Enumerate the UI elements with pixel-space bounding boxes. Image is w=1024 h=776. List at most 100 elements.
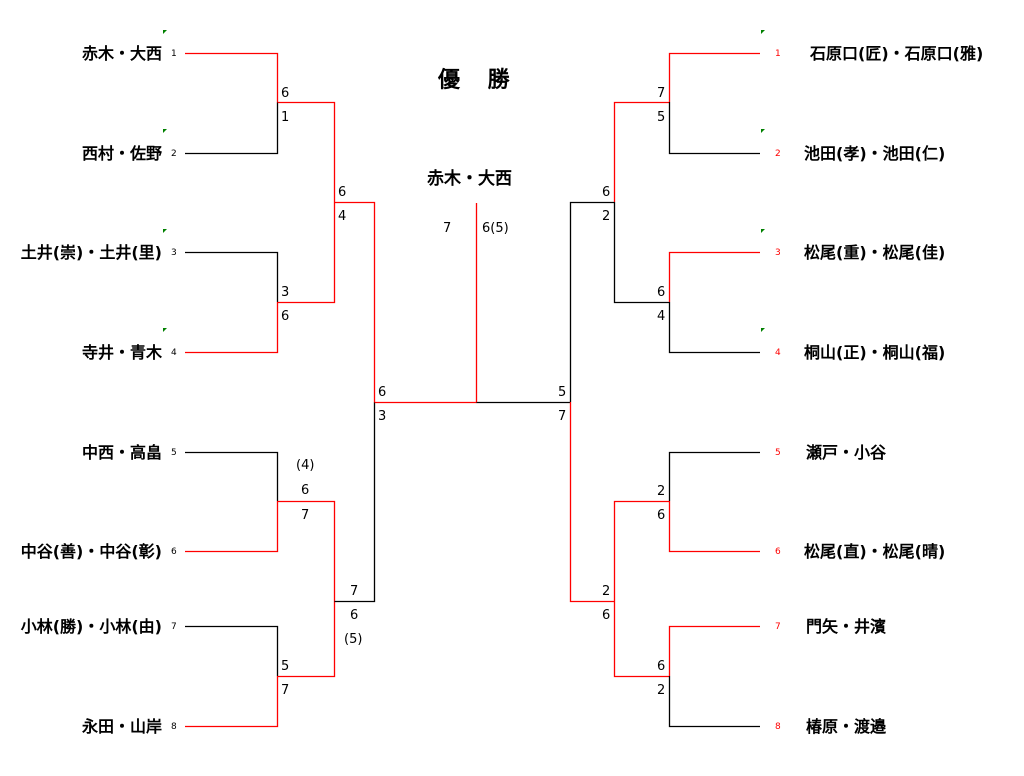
left-r2m1-score-bottom: 4: [338, 209, 347, 224]
left-line-p4: [185, 302, 279, 354]
left-line-p2: [185, 102, 279, 155]
left-line-p7: [185, 625, 279, 676]
right-sf-score-bottom: 7: [558, 409, 567, 424]
final-score-right: 6(5): [482, 221, 509, 236]
right-player-6-name: 松尾(直)・松尾(晴): [804, 542, 946, 561]
right-player-4-name: 桐山(正)・桐山(福): [804, 343, 946, 362]
right-r1m4-score-top: 6: [657, 659, 666, 674]
left-player-2-seed: 2: [171, 149, 177, 159]
right-player-1-seed: 1: [775, 49, 781, 59]
left-line-sf-b: [334, 402, 376, 603]
right-player-1-tick-icon: [761, 30, 765, 34]
right-player-2-name: 池田(孝)・池田(仁): [804, 144, 946, 163]
right-line-p5: [668, 451, 760, 501]
right-r2m1-score-top: 6: [602, 185, 611, 200]
right-line-p3: [668, 251, 760, 302]
right-line-p8: [668, 676, 760, 728]
right-line-p6: [668, 501, 760, 553]
right-r1m4-score-bottom: 2: [657, 683, 666, 698]
left-player-8-name: 永田・山岸: [81, 717, 162, 736]
left-line-r2-d: [277, 601, 336, 678]
left-player-3-name: 土井(崇)・土井(里): [20, 243, 162, 262]
right-player-4-tick-icon: [761, 328, 765, 332]
left-player-7-seed: 7: [171, 622, 177, 632]
left-player-7-name: 小林(勝)・小林(由): [20, 617, 162, 636]
right-player-1-name: 石原口(匠)・石原口(雅): [810, 44, 984, 63]
left-r2m2-score-top: 7: [350, 584, 359, 599]
right-player-5-name: 瀬戸・小谷: [806, 443, 887, 462]
right-line-r2-b: [613, 202, 670, 304]
right-player-4-seed: 4: [775, 348, 781, 358]
champion-name: 赤木・大西: [427, 169, 512, 189]
left-player-8-seed: 8: [171, 722, 177, 732]
right-player-8-name: 椿原・渡邉: [806, 717, 887, 736]
left-r1m4-score-top: 5: [281, 659, 290, 674]
right-r1m3-score-bottom: 6: [657, 508, 666, 523]
right-r1m1-score-bottom: 5: [657, 110, 666, 125]
right-line-p1: [668, 52, 760, 102]
right-player-6-seed: 6: [775, 547, 781, 557]
left-r1m3-score-top: 6: [301, 483, 310, 498]
right-r1m1-score-top: 7: [657, 86, 666, 101]
left-line-p8: [185, 676, 279, 728]
left-line-p3: [185, 251, 279, 302]
right-line-sf-a: [569, 201, 615, 402]
left-r1m3-tiebreak: (4): [296, 458, 315, 473]
right-player-5-seed: 5: [775, 448, 781, 458]
left-r1m3-score-bottom: 7: [301, 508, 310, 523]
left-r1m2-score-top: 3: [281, 285, 290, 300]
left-player-1-name: 赤木・大西: [81, 44, 162, 63]
left-r1m1-score-bottom: 1: [281, 110, 290, 125]
right-r2m1-score-bottom: 2: [602, 209, 611, 224]
right-r2m2-score-top: 2: [602, 584, 611, 599]
right-player-3-name: 松尾(重)・松尾(佳): [804, 243, 946, 262]
left-player-3-tick-icon: [163, 229, 167, 233]
right-player-7-name: 門矢・井濱: [806, 617, 887, 636]
left-player-1-seed: 1: [171, 49, 177, 59]
left-r2m2-score-bottom: 6: [350, 608, 359, 623]
left-player-6-name: 中谷(善)・中谷(彰): [20, 542, 162, 561]
right-line-p4: [668, 302, 760, 354]
left-player-2-name: 西村・佐野: [81, 144, 162, 163]
left-line-p1: [185, 52, 279, 102]
right-player-2-tick-icon: [761, 129, 765, 133]
right-sf-score-top: 5: [558, 385, 567, 400]
left-line-r2-a: [277, 101, 336, 202]
right-r1m2-score-top: 6: [657, 285, 666, 300]
right-r1m3-score-top: 2: [657, 484, 666, 499]
left-player-4-name: 寺井・青木: [81, 343, 162, 362]
left-player-5-name: 中西・高畠: [81, 443, 162, 462]
left-sf-score-top: 6: [378, 385, 387, 400]
final-score-left: 7: [443, 221, 452, 236]
left-r1m1-score-top: 6: [281, 86, 290, 101]
page-title: 優 勝: [438, 68, 520, 93]
left-player-2-tick-icon: [163, 129, 167, 133]
left-r2m2-tiebreak: (5): [344, 632, 363, 647]
left-player-4-seed: 4: [171, 348, 177, 358]
right-line-p2: [668, 102, 760, 155]
right-player-3-tick-icon: [761, 229, 765, 233]
left-player-3-seed: 3: [171, 248, 177, 258]
left-r1m2-score-bottom: 6: [281, 309, 290, 324]
right-player-2-seed: 2: [775, 149, 781, 159]
right-line-r2-d: [613, 601, 670, 678]
left-line-r2-b: [277, 202, 336, 304]
right-player-3-seed: 3: [775, 248, 781, 258]
left-line-p5: [185, 451, 279, 501]
left-player-6-seed: 6: [171, 547, 177, 557]
left-sf-score-bottom: 3: [378, 409, 387, 424]
left-line-sf-a: [334, 201, 376, 402]
left-player-4-tick-icon: [163, 328, 167, 332]
left-r1m4-score-bottom: 7: [281, 683, 290, 698]
right-player-7-seed: 7: [775, 622, 781, 632]
left-line-p6: [185, 501, 279, 553]
right-r2m2-score-bottom: 6: [602, 608, 611, 623]
left-r2m1-score-top: 6: [338, 185, 347, 200]
right-line-r2-a: [613, 101, 670, 202]
right-line-p7: [668, 625, 760, 676]
right-r1m2-score-bottom: 4: [657, 309, 666, 324]
right-player-8-seed: 8: [775, 722, 781, 732]
left-line-r2-c: [277, 500, 336, 601]
left-player-5-seed: 5: [171, 448, 177, 458]
